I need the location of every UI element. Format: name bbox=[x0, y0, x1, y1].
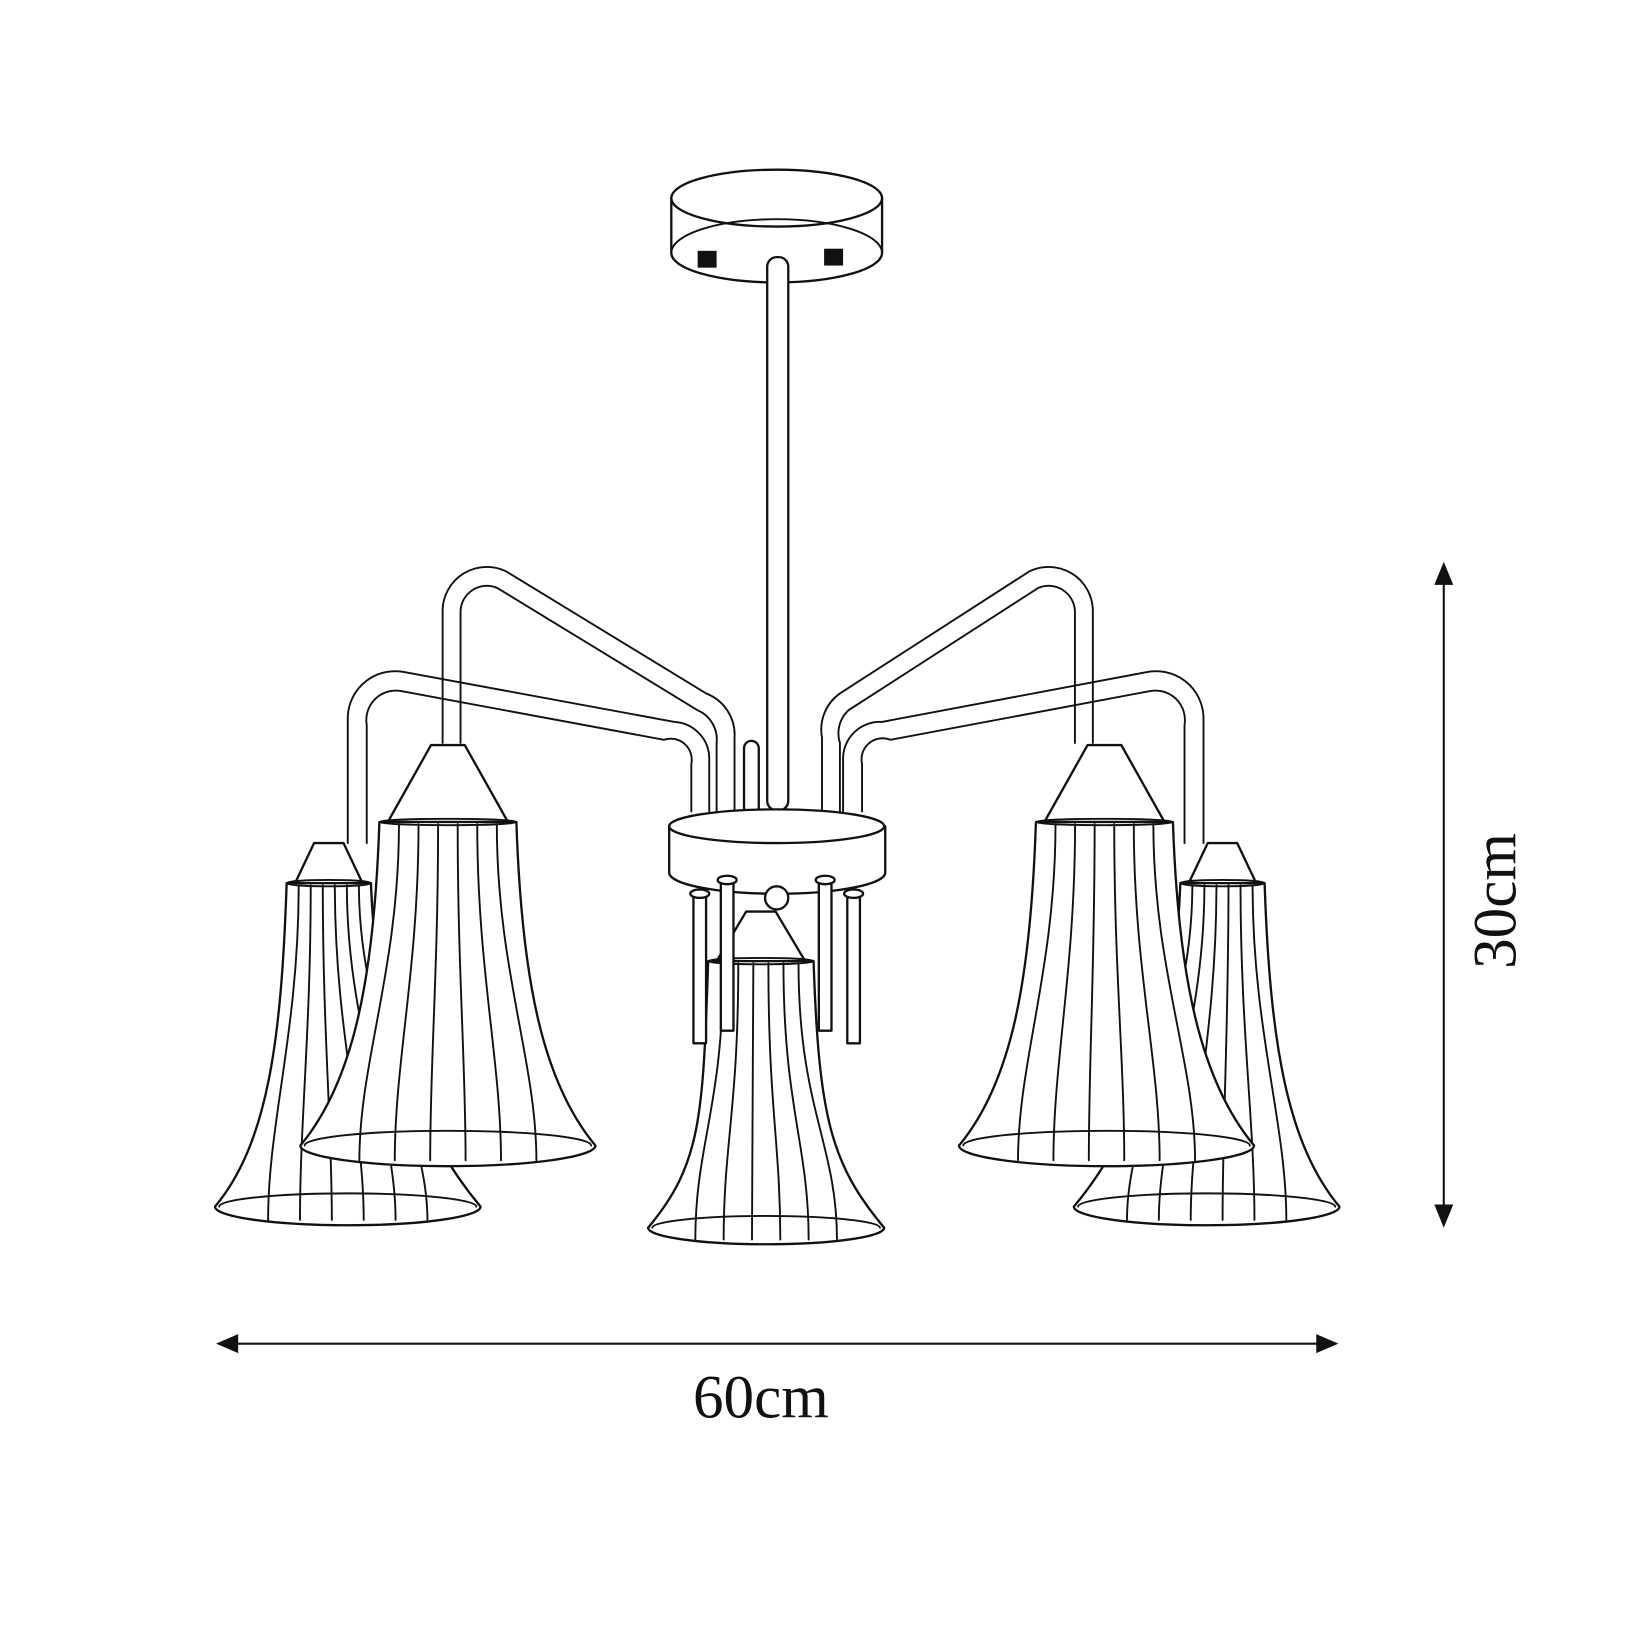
shade-rib bbox=[1017, 823, 1057, 1162]
shade-rib bbox=[1132, 823, 1161, 1162]
shade-rib bbox=[1239, 884, 1256, 1221]
shade-rib bbox=[751, 962, 755, 1241]
ceiling-canopy bbox=[670, 168, 884, 284]
height-dimension: 30cm bbox=[1434, 561, 1529, 1228]
center-hub bbox=[668, 808, 887, 1045]
width-dimension: 60cm bbox=[216, 1334, 1339, 1431]
shade-rib bbox=[1052, 823, 1077, 1162]
shade-rib bbox=[429, 823, 440, 1162]
shade-rib bbox=[393, 823, 420, 1162]
candle-pin bbox=[716, 874, 738, 1032]
down-rod bbox=[766, 255, 790, 812]
candle-pin bbox=[842, 888, 865, 1045]
shade-rib bbox=[476, 823, 502, 1162]
screw-left-icon bbox=[697, 250, 717, 268]
shade-rib bbox=[1087, 823, 1096, 1162]
shade-rib bbox=[456, 823, 467, 1162]
candle-pin bbox=[689, 888, 711, 1045]
shade-rib bbox=[782, 962, 810, 1241]
shade-rib bbox=[1113, 823, 1126, 1162]
shade-rib bbox=[767, 962, 782, 1241]
shade-rib bbox=[495, 823, 538, 1162]
lamp-shade-4 bbox=[299, 743, 597, 1168]
candle-pin bbox=[814, 874, 836, 1032]
arms bbox=[346, 565, 1205, 845]
shade-rib bbox=[299, 884, 312, 1221]
shade-rib bbox=[797, 962, 838, 1241]
shade-rib bbox=[1152, 823, 1197, 1162]
shade-rib bbox=[321, 884, 333, 1221]
width-label: 60cm bbox=[693, 1364, 829, 1431]
lamp-shade-5 bbox=[957, 743, 1256, 1168]
shade-rib bbox=[1221, 884, 1230, 1221]
shade-rib bbox=[722, 962, 740, 1241]
height-label: 30cm bbox=[1462, 833, 1529, 969]
shade-rib bbox=[1251, 884, 1288, 1221]
shade-rib bbox=[358, 823, 400, 1162]
shade-rib bbox=[267, 884, 300, 1221]
screw-right-icon bbox=[824, 248, 844, 266]
